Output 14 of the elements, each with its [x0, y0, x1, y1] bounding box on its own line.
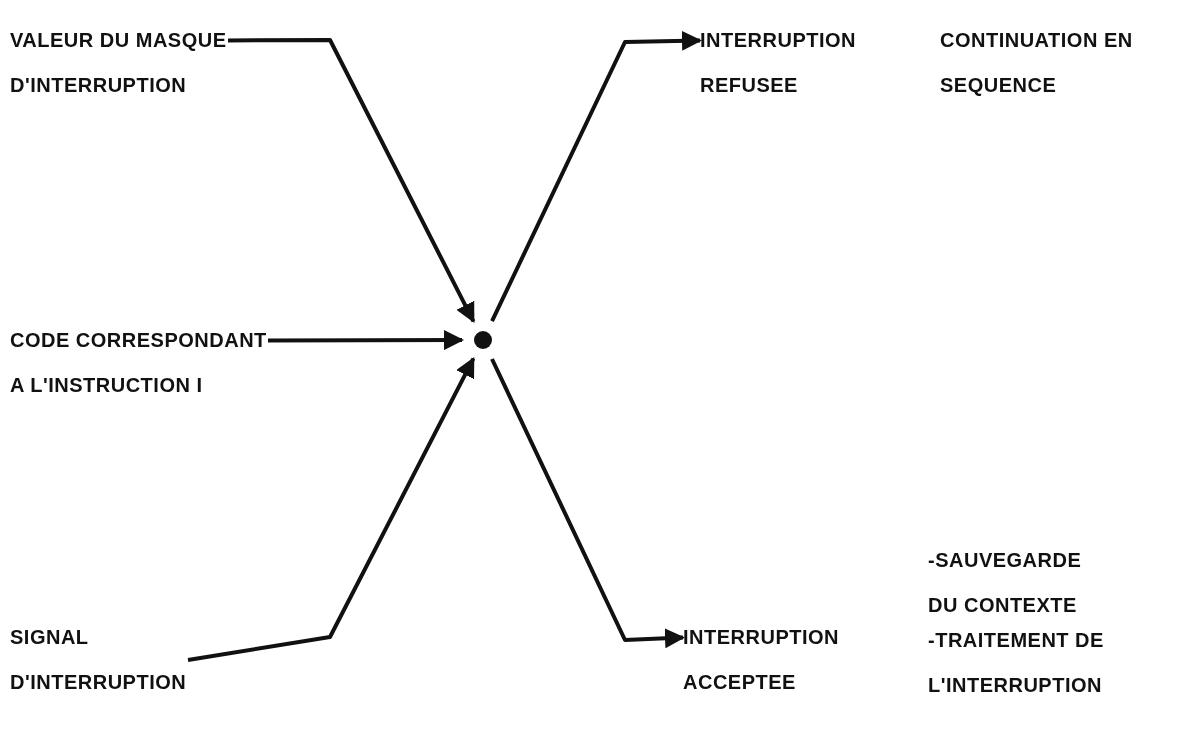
arrow [490, 358, 685, 649]
note-text: -TRAITEMENT DE L'INTERRUPTION [928, 628, 1105, 698]
junction-dot [474, 331, 492, 349]
arrow [490, 30, 702, 322]
arrow [268, 330, 464, 351]
note-text: CONTINUATION EN SEQUENCE [940, 28, 1134, 98]
note-text: -SAUVEGARDE DU CONTEXTE [928, 548, 1083, 618]
arrow [187, 356, 476, 662]
signal-label: INTERRUPTION ACCEPTEE [683, 615, 840, 705]
arrow [228, 38, 476, 324]
signal-label: INTERRUPTION REFUSEE [700, 18, 857, 108]
signal-label: CODE CORRESPONDANT A L'INSTRUCTION I [10, 318, 268, 408]
signal-label: VALEUR DU MASQUE D'INTERRUPTION [10, 18, 228, 108]
signal-label: SIGNAL D'INTERRUPTION [10, 615, 188, 705]
